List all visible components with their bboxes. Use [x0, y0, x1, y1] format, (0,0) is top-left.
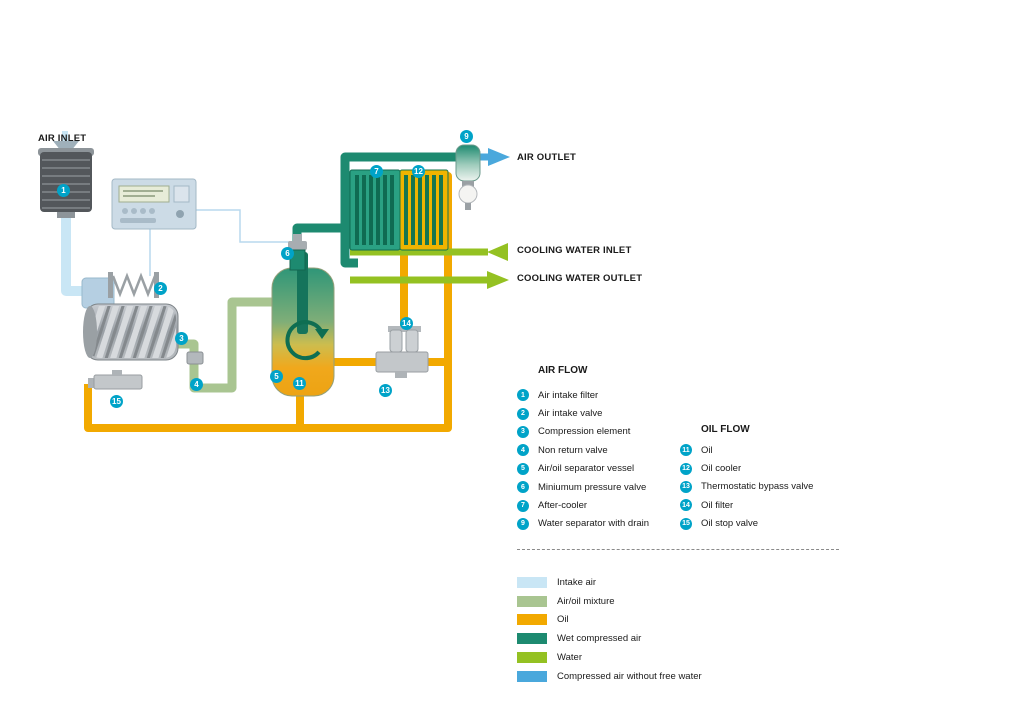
legend-item: 6 Miniumum pressure valve	[517, 478, 649, 496]
item-label: Oil stop valve	[701, 518, 759, 530]
item-badge: 7	[517, 499, 529, 512]
air-oil-mixture-pipe	[168, 297, 274, 393]
marker-13: 13	[379, 384, 392, 397]
item-label: Air/oil separator vessel	[538, 463, 635, 475]
color-legend-item: Oil	[517, 611, 702, 630]
color-swatch	[517, 614, 547, 626]
air-flow-legend: AIR FLOW 1 Air intake filter 2 Air intake …	[517, 366, 649, 533]
item-badge: 15	[680, 517, 692, 530]
cooling-water-outlet-label: COOLING WATER OUTLET	[517, 273, 643, 284]
marker-14: 14	[400, 317, 413, 330]
color-swatch	[517, 595, 547, 607]
marker-1: 1	[57, 184, 70, 197]
legend-item: 7 After-cooler	[517, 496, 649, 514]
color-label: Water	[557, 652, 582, 664]
color-legend: Intake air Air/oil mixture Oil Wet compr…	[517, 573, 702, 686]
color-label: Compressed air without free water	[557, 670, 702, 682]
color-legend-item: Air/oil mixture	[517, 592, 702, 611]
non-return-valve	[186, 351, 204, 365]
legend-item: 12 Oil cooler	[680, 459, 813, 477]
color-legend-item: Wet compressed air	[517, 629, 702, 648]
marker-3: 3	[175, 332, 188, 345]
color-legend-item: Compressed air without free water	[517, 667, 702, 686]
color-swatch	[517, 633, 547, 645]
item-badge: 4	[517, 444, 529, 457]
marker-7: 7	[370, 165, 383, 178]
legend-item: 9 Water separator with drain	[517, 515, 649, 533]
air-outlet-arrow	[488, 148, 510, 166]
legend-item: 3 Compression element	[517, 423, 649, 441]
air-intake-valve	[108, 272, 159, 298]
legend-item: 15 Oil stop valve	[680, 515, 813, 533]
color-legend-item: Intake air	[517, 573, 702, 592]
legend-divider	[517, 549, 839, 550]
item-badge: 14	[680, 499, 692, 512]
marker-11: 11	[293, 377, 306, 390]
item-badge: 3	[517, 425, 529, 438]
cooling-water-outlet-arrow	[487, 271, 509, 289]
item-badge: 12	[680, 462, 692, 475]
item-label: After-cooler	[538, 500, 588, 512]
legend-item: 14 Oil filter	[680, 496, 813, 514]
item-badge: 1	[517, 389, 529, 402]
air-flow-title: AIR FLOW	[538, 365, 588, 376]
color-label: Air/oil mixture	[557, 595, 615, 607]
oil-cooler	[399, 169, 449, 251]
cooling-water-inlet-label: COOLING WATER INLET	[517, 245, 632, 256]
item-label: Oil	[701, 444, 713, 456]
item-label: Oil filter	[701, 499, 734, 511]
color-swatch	[517, 576, 547, 588]
marker-4: 4	[190, 378, 203, 391]
thermostatic-bypass-valve	[375, 351, 429, 378]
item-badge: 2	[517, 407, 529, 420]
minimum-pressure-valve	[288, 234, 307, 271]
cooling-water-pipes	[350, 248, 488, 284]
item-label: Air intake valve	[538, 408, 603, 420]
legend-item: 11 Oil	[680, 441, 813, 459]
compression-element	[83, 303, 179, 361]
item-badge: 6	[517, 481, 529, 494]
oil-flow-legend: OIL FLOW 11 Oil 12 Oil cooler 13 Thermostat…	[680, 425, 813, 533]
color-swatch	[517, 670, 547, 682]
item-label: Air intake filter	[538, 389, 599, 401]
item-label: Thermostatic bypass valve	[701, 481, 814, 493]
item-label: Water separator with drain	[538, 518, 650, 530]
legend-item: 4 Non return valve	[517, 441, 649, 459]
air-inlet-label: AIR INLET	[38, 133, 87, 144]
air-intake-filter	[38, 131, 94, 218]
legend-item: 2 Air intake valve	[517, 404, 649, 422]
cooling-water-inlet-arrow	[487, 243, 508, 261]
after-cooler	[349, 169, 401, 251]
legend-item: 5 Air/oil separator vessel	[517, 460, 649, 478]
marker-12: 12	[412, 165, 425, 178]
marker-6: 6	[281, 247, 294, 260]
item-badge: 9	[517, 517, 529, 530]
item-label: Miniumum pressure valve	[538, 481, 647, 493]
color-legend-item: Water	[517, 648, 702, 667]
color-swatch	[517, 652, 547, 664]
item-badge: 11	[680, 444, 692, 457]
legend-item: 13 Thermostatic bypass valve	[680, 478, 813, 496]
marker-5: 5	[270, 370, 283, 383]
color-label: Intake air	[557, 576, 597, 588]
oil-stop-valve	[88, 370, 143, 390]
marker-15: 15	[110, 395, 123, 408]
item-label: Oil cooler	[701, 463, 742, 475]
separator-vessel	[271, 252, 335, 397]
item-badge: 13	[680, 480, 692, 493]
item-label: Compression element	[538, 426, 631, 438]
water-separator	[455, 144, 481, 210]
item-label: Non return valve	[538, 444, 608, 456]
marker-2: 2	[154, 282, 167, 295]
marker-9: 9	[460, 130, 473, 143]
controller-panel	[111, 178, 197, 230]
color-label: Wet compressed air	[557, 633, 642, 645]
legend-item: 1 Air intake filter	[517, 386, 649, 404]
color-label: Oil	[557, 614, 569, 626]
oil-flow-title: OIL FLOW	[701, 424, 750, 435]
air-outlet-label: AIR OUTLET	[517, 152, 576, 163]
item-badge: 5	[517, 462, 529, 475]
